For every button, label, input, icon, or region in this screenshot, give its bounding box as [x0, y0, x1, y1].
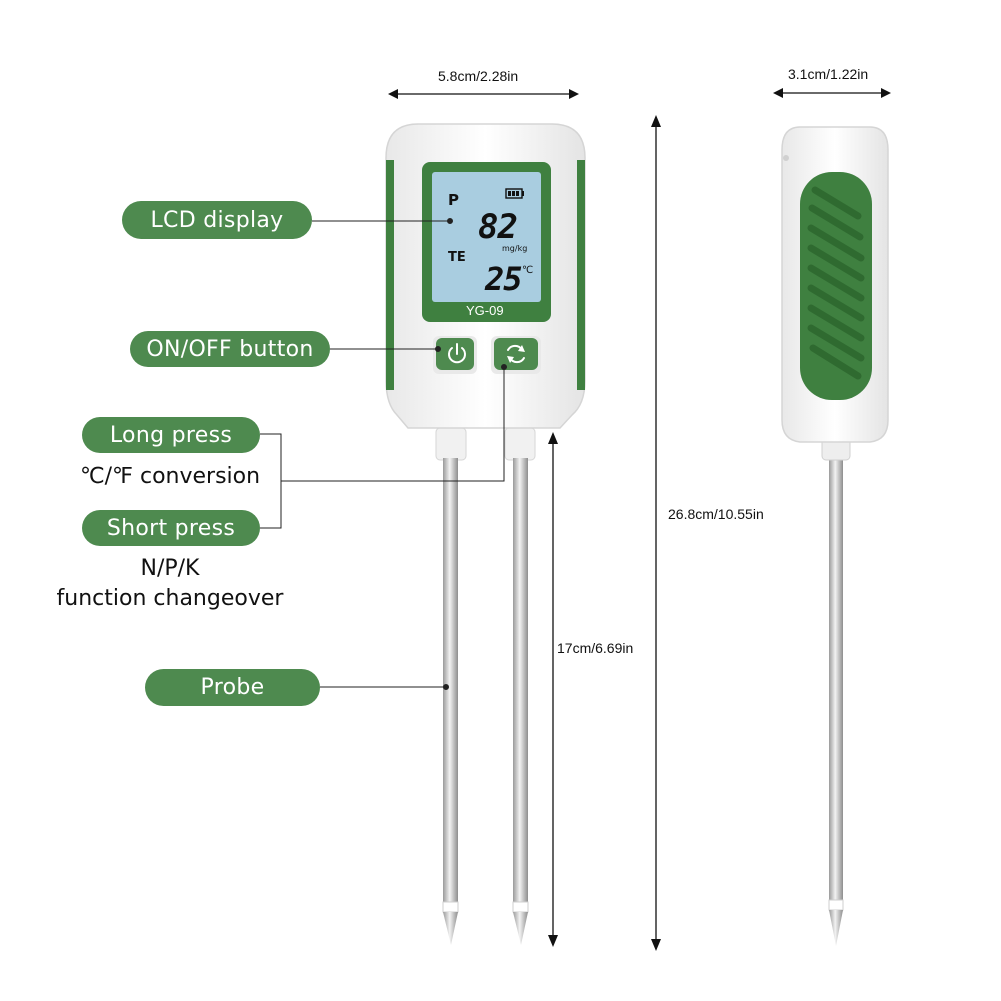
lcd-temp-label: TE: [448, 250, 466, 265]
power-button-callout: ON/OFF button: [130, 331, 330, 367]
cycle-icon: [507, 344, 525, 364]
npk-note: N/P/K: [140, 556, 200, 581]
lcd-temp-value: 25: [485, 260, 523, 298]
temp-conversion-note: ℃/℉ conversion: [79, 464, 261, 489]
device-front-body: [385, 123, 586, 429]
leader-lines: [260, 218, 507, 690]
side-width-label: 3.1cm/1.22in: [788, 66, 869, 82]
long-press-callout: Long press: [82, 417, 260, 453]
lcd-mode: P: [448, 191, 459, 209]
front-width-label: 5.8cm/2.28in: [438, 68, 519, 84]
lcd-temp-unit: ℃: [522, 265, 534, 276]
model-label: YG-09: [466, 303, 504, 318]
dimension-arrows: [388, 88, 891, 951]
lcd-unit: mg/kg: [502, 244, 528, 253]
lcd-display-callout: LCD display: [122, 201, 312, 239]
short-press-callout: Short press: [82, 510, 260, 546]
total-length-label: 26.8cm/10.55in: [668, 506, 764, 522]
probe-left: [435, 427, 467, 945]
lcd-value: 82: [478, 207, 518, 247]
device-side-view: [781, 126, 889, 946]
power-icon: [448, 343, 466, 364]
probe-right: [504, 427, 536, 945]
probe-length-label: 17cm/6.69in: [557, 640, 634, 656]
probe-callout: Probe: [145, 669, 320, 706]
function-changeover-note: function changeover: [56, 586, 284, 611]
